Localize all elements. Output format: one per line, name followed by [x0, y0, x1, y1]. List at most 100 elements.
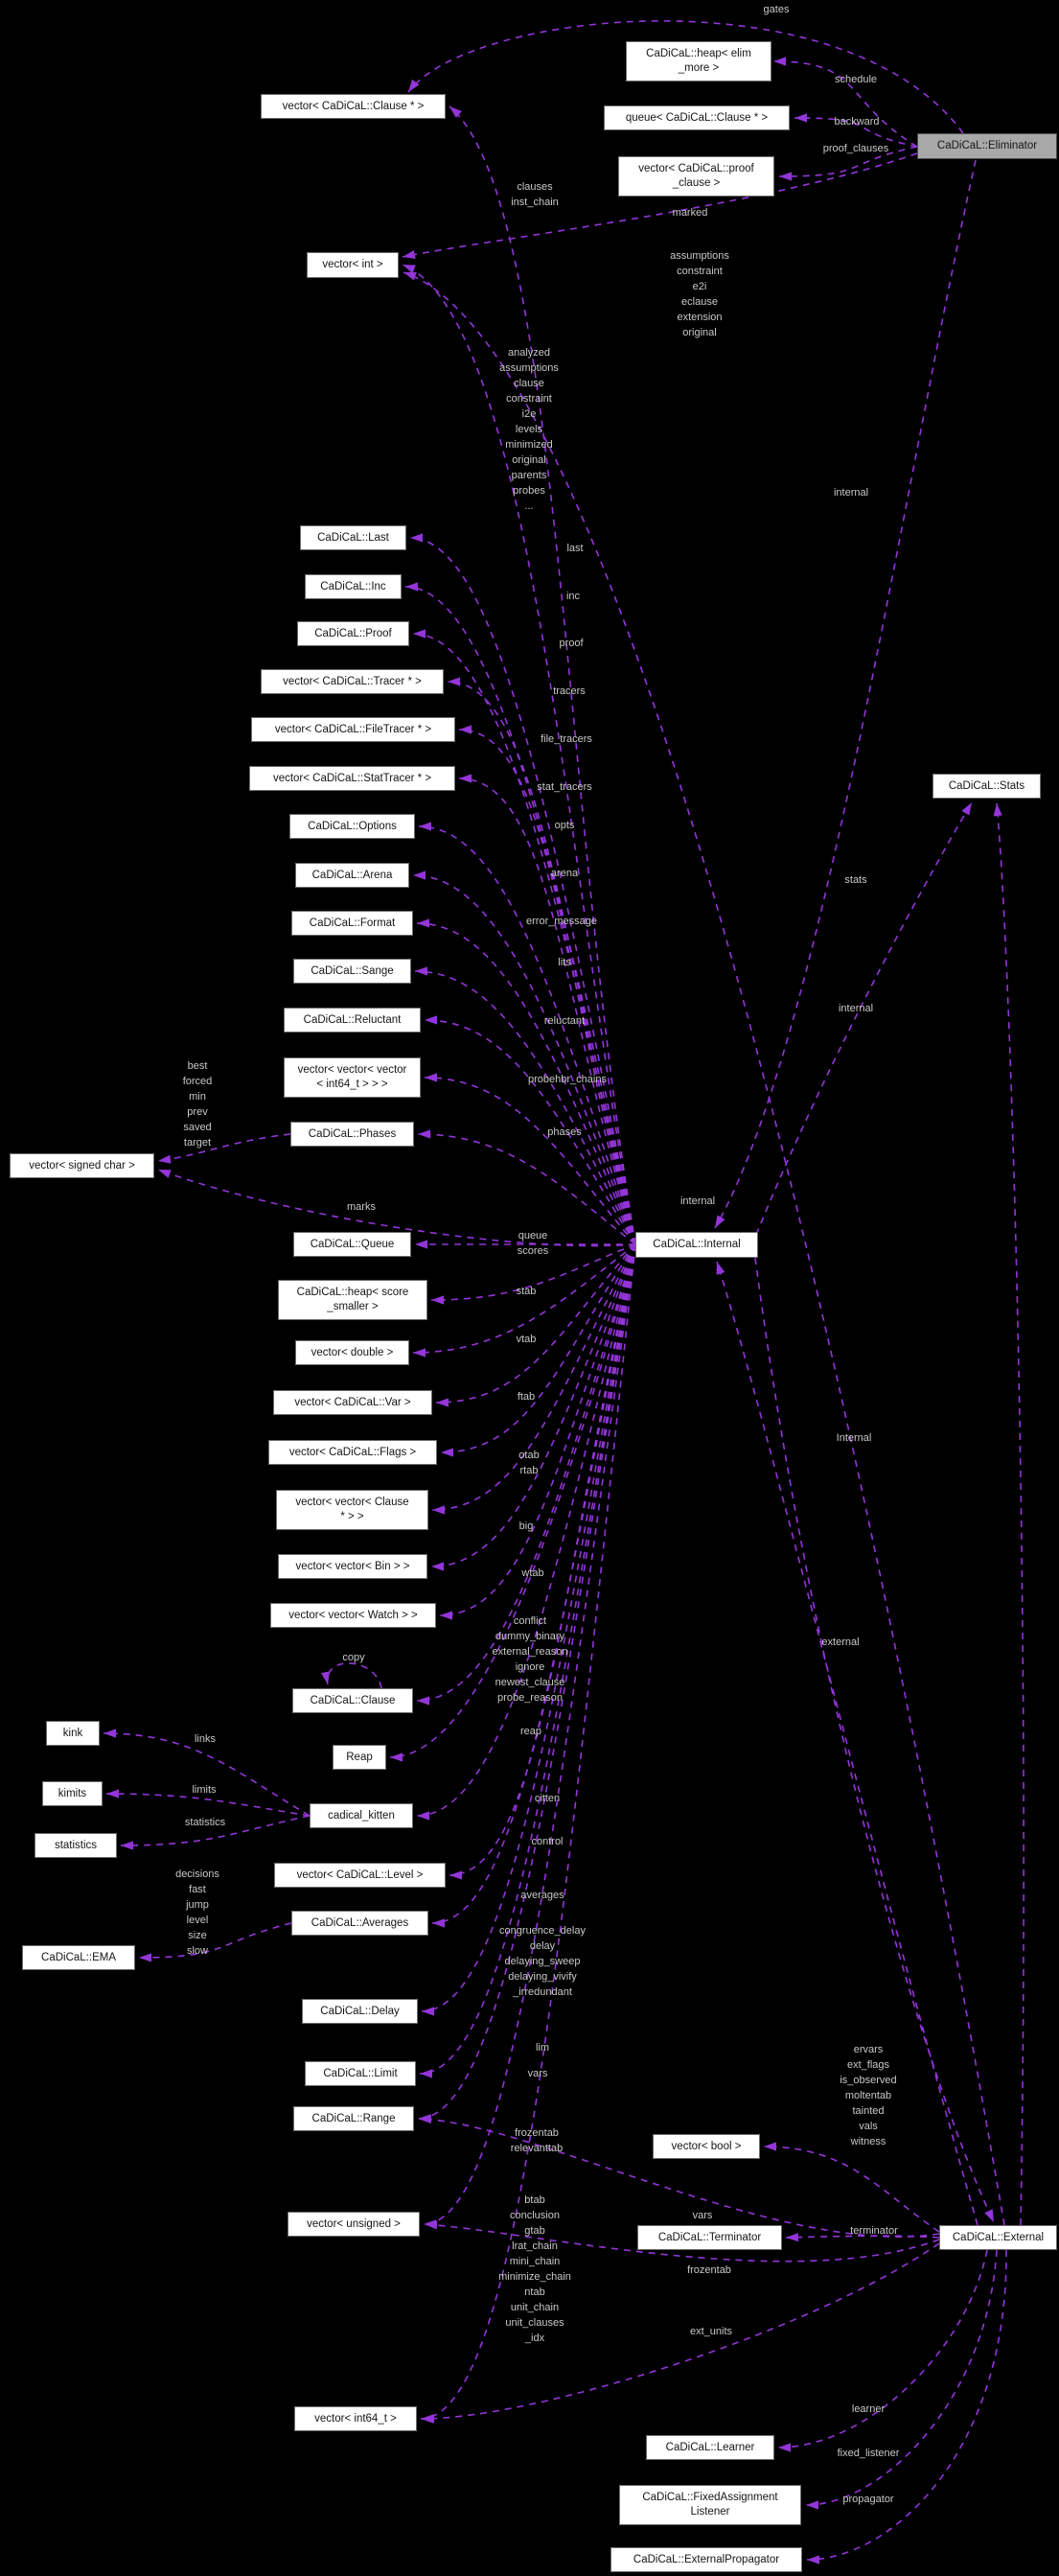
- edge-label: btab conclusion gtab lrat_chain mini_cha…: [498, 2194, 571, 2344]
- class-node[interactable]: CaDiCaL::Phases: [290, 1122, 414, 1147]
- edge-label: external: [821, 1636, 860, 1648]
- class-node[interactable]: CaDiCaL::Format: [291, 911, 413, 936]
- class-node[interactable]: CaDiCaL::Last: [300, 525, 406, 550]
- edge-label: reap: [519, 1726, 542, 1737]
- edge-label: big: [518, 1520, 534, 1532]
- edge-label: control: [531, 1836, 564, 1847]
- class-node[interactable]: vector< vector< Bin > >: [278, 1554, 427, 1579]
- class-node[interactable]: vector< CaDiCaL::proof _clause >: [618, 156, 774, 197]
- edge-label: clauses inst_chain: [511, 181, 559, 208]
- edge-label: terminator: [850, 2225, 898, 2237]
- class-node[interactable]: CaDiCaL::Internal: [635, 1232, 758, 1258]
- class-node[interactable]: CaDiCaL::Queue: [293, 1232, 411, 1257]
- edge-label: gates: [763, 4, 790, 15]
- class-node[interactable]: CaDiCaL::Reluctant: [284, 1008, 421, 1033]
- edge-label: copy: [342, 1652, 365, 1663]
- class-node[interactable]: CaDiCaL::ExternalPropagator: [610, 2547, 802, 2572]
- class-node[interactable]: CaDiCaL::Sange: [293, 959, 411, 984]
- class-node[interactable]: CaDiCaL::heap< elim _more >: [626, 41, 771, 81]
- class-node[interactable]: vector< CaDiCaL::Clause * >: [261, 94, 446, 119]
- edge-label: internal: [833, 487, 869, 499]
- edge-label: otab rtab: [518, 1450, 540, 1476]
- edge-label: assumptions constraint e2i eclause exten…: [670, 250, 729, 338]
- class-node[interactable]: vector< unsigned >: [288, 2212, 420, 2237]
- class-node[interactable]: statistics: [35, 1833, 117, 1858]
- edge-label: proof_clauses: [822, 143, 889, 154]
- edge-label: stat_tracers: [537, 781, 592, 793]
- class-node[interactable]: CaDiCaL::Delay: [302, 1999, 418, 2024]
- class-node[interactable]: vector< CaDiCaL::Level >: [274, 1863, 446, 1888]
- edge-label: reluctant: [543, 1015, 586, 1027]
- edge-label: opts: [554, 820, 575, 831]
- class-node[interactable]: CaDiCaL::Averages: [291, 1911, 428, 1936]
- class-node[interactable]: vector< vector< vector < int64_t > > >: [284, 1057, 421, 1098]
- class-node[interactable]: CaDiCaL::Learner: [646, 2435, 774, 2460]
- edge-label: links: [194, 1733, 217, 1745]
- edge-label: probehbr_chains: [528, 1074, 607, 1085]
- edge-label: lim: [535, 2042, 550, 2054]
- class-node[interactable]: cadical_kitten: [310, 1803, 413, 1828]
- class-node[interactable]: vector< int64_t >: [294, 2406, 417, 2431]
- class-node[interactable]: vector< CaDiCaL::Var >: [273, 1390, 432, 1415]
- edge-label: schedule: [834, 74, 878, 85]
- class-node[interactable]: CaDiCaL::Inc: [305, 574, 402, 599]
- edge-label: frozentab relevanttab: [510, 2127, 564, 2154]
- class-node[interactable]: vector< bool >: [653, 2134, 760, 2159]
- edge-label: learner: [851, 2403, 886, 2415]
- edge-label: backward: [834, 116, 880, 128]
- edge-label: propagator: [842, 2494, 894, 2505]
- edge-label: vtab: [516, 1334, 537, 1345]
- edge-label: arena: [550, 868, 579, 879]
- edge-label: vars: [527, 2068, 548, 2079]
- edge-label: best forced min prev saved target: [182, 1060, 213, 1149]
- edge-label: citten: [534, 1793, 561, 1804]
- class-node[interactable]: CaDiCaL::heap< score _smaller >: [278, 1280, 427, 1320]
- class-node[interactable]: queue< CaDiCaL::Clause * >: [604, 105, 790, 130]
- edge-label: queue scores: [517, 1230, 549, 1257]
- class-node[interactable]: vector< vector< Clause * > >: [276, 1490, 428, 1530]
- edge-label: tracers: [553, 685, 586, 697]
- class-node[interactable]: CaDiCaL::FixedAssignment Listener: [619, 2485, 801, 2525]
- edge-label: marks: [347, 1201, 376, 1213]
- edge-label: fixed_listener: [837, 2448, 900, 2459]
- class-node[interactable]: vector< double >: [295, 1340, 409, 1365]
- class-node[interactable]: kink: [46, 1721, 100, 1746]
- class-node[interactable]: CaDiCaL::Limit: [305, 2061, 416, 2086]
- class-node[interactable]: CaDiCaL::Range: [293, 2106, 414, 2131]
- edge-label: wtab: [521, 1567, 544, 1579]
- edge-label: averages: [520, 1890, 564, 1901]
- class-node[interactable]: Reap: [333, 1745, 386, 1770]
- class-node[interactable]: CaDiCaL::External: [939, 2225, 1057, 2250]
- class-node[interactable]: CaDiCaL::Clause: [292, 1688, 413, 1713]
- class-node[interactable]: vector< signed char >: [10, 1153, 154, 1178]
- class-node[interactable]: CaDiCaL::Terminator: [637, 2225, 782, 2250]
- edge-label: decisions fast jump level size slow: [175, 1868, 219, 1957]
- edge-label: internal: [838, 1003, 874, 1014]
- class-node[interactable]: vector< int >: [307, 252, 399, 278]
- class-node[interactable]: CaDiCaL::Proof: [297, 621, 409, 646]
- edge-label: stats: [844, 874, 867, 886]
- class-node[interactable]: vector< CaDiCaL::Flags >: [268, 1440, 437, 1465]
- class-node[interactable]: CaDiCaL::Eliminator: [917, 133, 1057, 159]
- class-node[interactable]: vector< CaDiCaL::StatTracer * >: [249, 766, 455, 791]
- class-node[interactable]: vector< CaDiCaL::Tracer * >: [261, 669, 444, 694]
- class-node[interactable]: CaDiCaL::Options: [289, 814, 415, 839]
- edge-label: error_message: [526, 916, 597, 927]
- class-node[interactable]: vector< vector< Watch > >: [270, 1603, 436, 1628]
- class-node[interactable]: CaDiCaL::Arena: [295, 863, 409, 888]
- class-node[interactable]: CaDiCaL::Stats: [932, 774, 1041, 799]
- edge-label: frozentab: [687, 2264, 731, 2276]
- edge-label: phases: [547, 1126, 582, 1138]
- edge-label: marked: [672, 207, 708, 219]
- edge-label: ext_units: [689, 2326, 733, 2337]
- edge-label: file_tracers: [541, 733, 592, 745]
- class-node[interactable]: CaDiCaL::EMA: [22, 1945, 135, 1970]
- edge-label: limits: [192, 1784, 217, 1796]
- edge-label: statistics: [184, 1817, 226, 1828]
- class-node[interactable]: kimits: [42, 1781, 103, 1806]
- class-node[interactable]: vector< CaDiCaL::FileTracer * >: [251, 717, 455, 742]
- edge-label: Internal: [836, 1432, 872, 1444]
- edge-label: ftab: [517, 1391, 536, 1403]
